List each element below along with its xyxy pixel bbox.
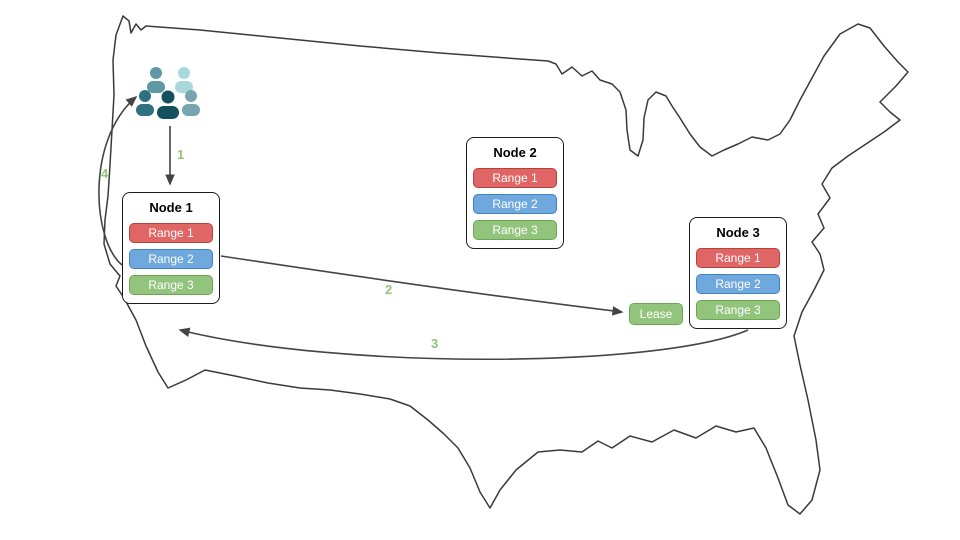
person-icon bbox=[157, 90, 179, 119]
users-group-icon bbox=[136, 67, 200, 119]
node-3-range-2: Range 2 bbox=[696, 274, 780, 294]
node-2-title: Node 2 bbox=[493, 145, 537, 160]
flow-arrow-2 bbox=[220, 255, 624, 316]
lease-badge: Lease bbox=[629, 303, 683, 325]
node-2-range-3: Range 3 bbox=[473, 220, 557, 240]
flow-step-3-label: 3 bbox=[431, 336, 439, 351]
node-1-range-2: Range 2 bbox=[129, 249, 213, 269]
node-3-range-1: Range 1 bbox=[696, 248, 780, 268]
node-1-box: Node 1 Range 1 Range 2 Range 3 bbox=[122, 192, 220, 304]
flow-step-1-label: 1 bbox=[177, 147, 185, 162]
node-2-range-2: Range 2 bbox=[473, 194, 557, 214]
us-map-outline bbox=[103, 15, 909, 515]
node-1-range-1: Range 1 bbox=[129, 223, 213, 243]
node-1-title: Node 1 bbox=[149, 200, 193, 215]
flow-step-4-label: 4 bbox=[101, 166, 109, 181]
node-3-title: Node 3 bbox=[716, 225, 760, 240]
node-1-range-3: Range 3 bbox=[129, 275, 213, 295]
person-icon bbox=[136, 90, 154, 116]
node-2-box: Node 2 Range 1 Range 2 Range 3 bbox=[466, 137, 564, 249]
flow-arrow-4 bbox=[98, 95, 138, 266]
node-3-range-3: Range 3 bbox=[696, 300, 780, 320]
person-icon bbox=[175, 67, 193, 93]
flow-step-2-label: 2 bbox=[385, 282, 393, 297]
flow-arrows bbox=[98, 95, 749, 361]
flow-arrow-3 bbox=[178, 327, 749, 361]
person-icon bbox=[147, 67, 165, 93]
node-3-box: Node 3 Range 1 Range 2 Range 3 bbox=[689, 217, 787, 329]
person-icon bbox=[182, 90, 200, 116]
node-2-range-1: Range 1 bbox=[473, 168, 557, 188]
